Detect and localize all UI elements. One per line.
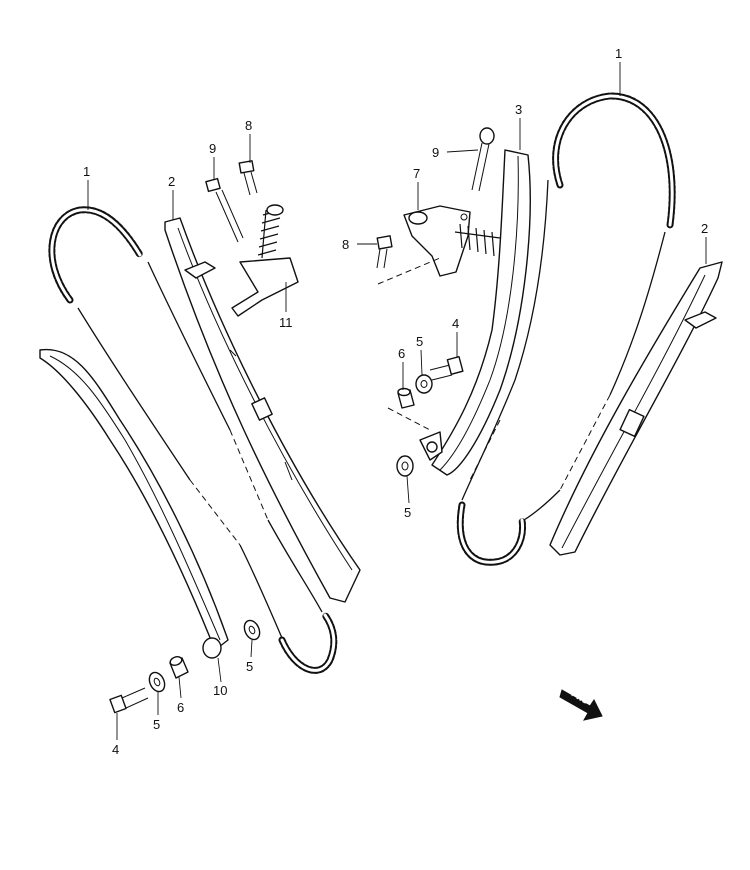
callout-left-bolt-8: 8 <box>245 118 252 133</box>
left-rear-chain-guide <box>164 217 361 603</box>
right-bolt-4 <box>429 355 464 381</box>
callout-right-bolt-8: 8 <box>342 237 349 252</box>
right-cam-chain <box>456 92 676 566</box>
left-chain-guide <box>39 348 229 659</box>
callout-right-bolt-9: 9 <box>432 145 439 160</box>
fwd-direction-arrow: FWD <box>559 689 603 721</box>
callout-right-rear-guide: 2 <box>701 221 708 236</box>
left-chain-tensioner <box>231 204 299 317</box>
right-tensioner-adjuster <box>403 205 501 277</box>
callout-left-washer-lower: 5 <box>153 717 160 732</box>
right-bolt-9 <box>471 127 495 192</box>
leader-lines <box>87 62 707 740</box>
callout-right-spacer: 6 <box>398 346 405 361</box>
callout-left-washer-upper: 5 <box>246 659 253 674</box>
left-washer-upper <box>243 619 261 641</box>
callout-right-bolt-4: 4 <box>452 316 459 331</box>
left-bolt-4 <box>109 687 149 714</box>
left-cam-chain <box>48 206 338 674</box>
right-tensioner-guide <box>419 149 531 476</box>
callout-left-tensioner: 11 <box>279 315 293 330</box>
left-washer-lower <box>148 671 166 693</box>
left-bolt-8 <box>238 160 258 196</box>
callout-right-adjuster: 7 <box>413 166 420 181</box>
right-washer-lower <box>396 455 414 477</box>
right-spacer <box>387 387 431 431</box>
callout-left-guide-cushion: 10 <box>213 683 227 698</box>
callout-left-bolt-4: 4 <box>112 742 119 757</box>
callout-right-chain: 1 <box>615 46 622 61</box>
right-rear-chain-guide <box>549 261 723 556</box>
callout-numbers: 1 2 9 8 11 10 5 4 5 6 1 3 9 7 8 2 4 5 6 … <box>83 46 708 757</box>
callout-right-tensioner-guide: 3 <box>515 102 522 117</box>
left-bolt-9 <box>205 177 244 243</box>
callout-right-washer-lower: 5 <box>404 505 411 520</box>
left-spacer <box>169 656 189 679</box>
callout-left-rear-guide: 2 <box>168 174 175 189</box>
callout-left-spacer: 6 <box>177 700 184 715</box>
callout-left-chain: 1 <box>83 164 90 179</box>
right-bolt-8 <box>376 235 441 285</box>
right-washer-upper <box>415 374 433 394</box>
callout-left-bolt-9: 9 <box>209 141 216 156</box>
callout-right-washer-upper: 5 <box>416 334 423 349</box>
